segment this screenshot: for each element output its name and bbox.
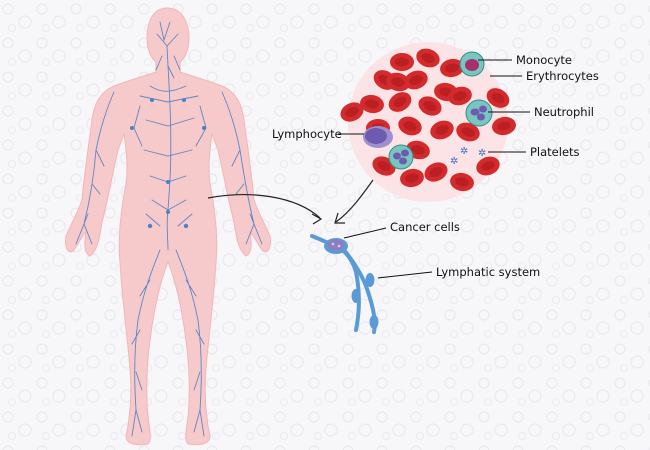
monocyte-cell [460, 52, 484, 76]
erythrocyte [390, 53, 414, 71]
svg-text:Lymphocyte: Lymphocyte [272, 127, 342, 141]
lymphocyte-cell [363, 126, 393, 148]
svg-text:✲: ✲ [478, 148, 486, 159]
neutrophil-cell-secondary [389, 145, 413, 169]
svg-text:Cancer cells: Cancer cells [390, 220, 460, 234]
svg-text:Lymphatic system: Lymphatic system [436, 265, 540, 279]
neutrophil-cell [466, 100, 492, 126]
svg-text:Neutrophil: Neutrophil [534, 105, 594, 119]
svg-text:✲: ✲ [460, 146, 468, 157]
svg-text:✲: ✲ [450, 156, 458, 167]
svg-text:Monocyte: Monocyte [516, 53, 572, 67]
svg-text:Platelets: Platelets [530, 145, 580, 159]
svg-text:Erythrocytes: Erythrocytes [526, 69, 599, 83]
